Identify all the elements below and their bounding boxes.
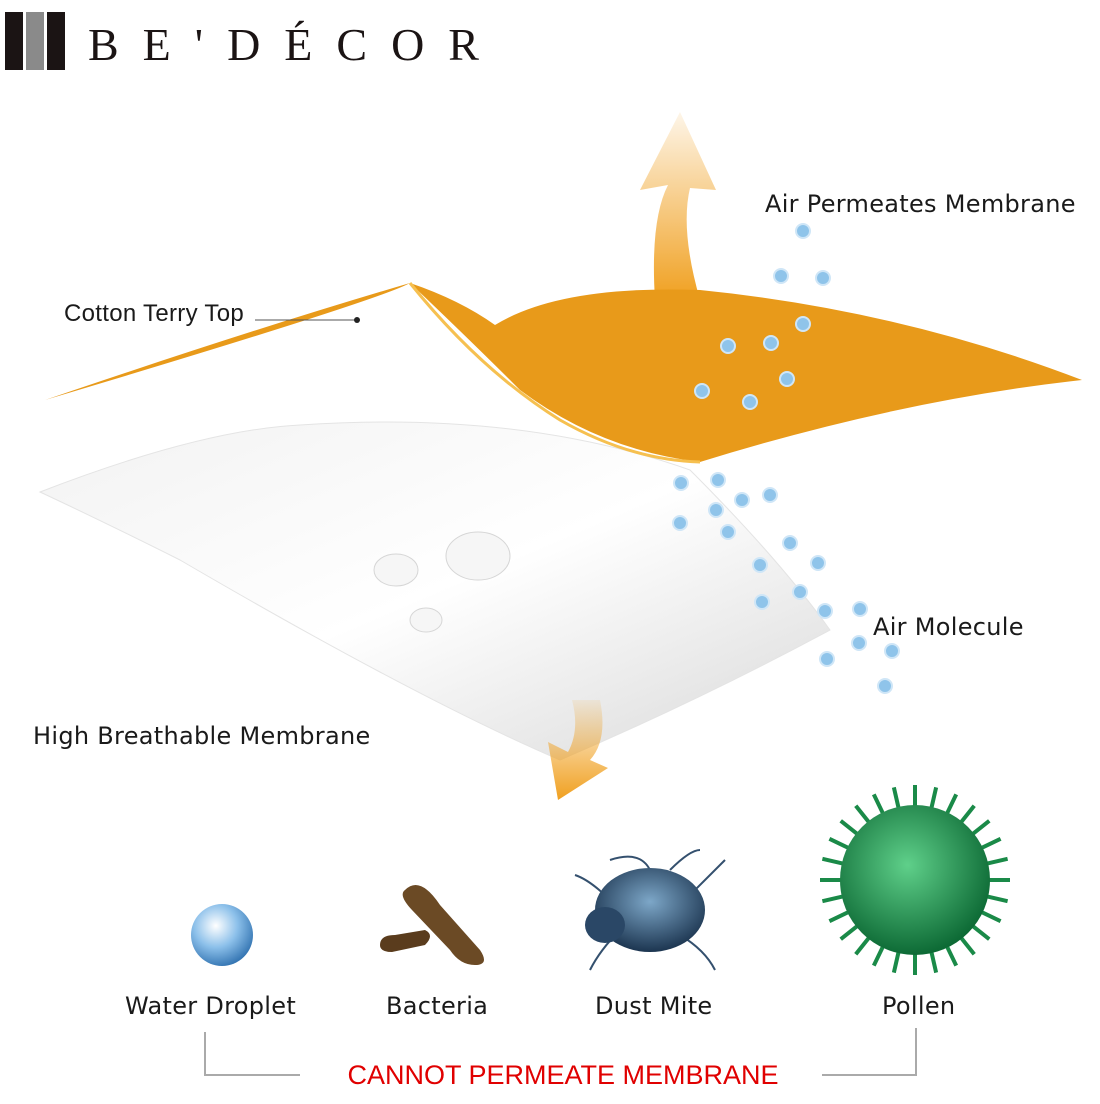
air-molecule-dot: [752, 557, 768, 573]
air-molecule-dot: [754, 594, 770, 610]
bacteria-icon: [380, 885, 484, 965]
air-molecule-dot: [694, 383, 710, 399]
air-molecule-dot: [672, 515, 688, 531]
air-molecule-dot: [710, 472, 726, 488]
pollen-label: Pollen: [882, 992, 956, 1020]
air-up-arrow: [640, 112, 716, 300]
bracket-right: [822, 1028, 917, 1076]
cannot-permeate-text: CANNOT PERMEATE MEMBRANE: [347, 1060, 779, 1090]
air-molecule-dot: [763, 335, 779, 351]
bracket-left: [204, 1032, 300, 1076]
air-molecule-dot: [852, 601, 868, 617]
air-molecule-dot: [819, 651, 835, 667]
brand-logo: BE'DÉCOR: [88, 19, 503, 70]
air-molecule-dot: [779, 371, 795, 387]
air-molecule-dot: [734, 492, 750, 508]
bacteria-label: Bacteria: [386, 992, 489, 1020]
air-permeates-label: Air Permeates Membrane: [765, 190, 1076, 218]
cotton-top-label: Cotton Terry Top: [64, 300, 245, 327]
air-molecule-dot: [673, 475, 689, 491]
air-molecules: [672, 223, 900, 694]
air-molecule-dot: [815, 270, 831, 286]
pollen-icon: [820, 785, 1010, 975]
water-droplet-icon: [191, 904, 253, 966]
water-beads: [373, 531, 511, 633]
air-molecule-dot: [762, 487, 778, 503]
air-molecule-dot: [795, 316, 811, 332]
air-molecule-dot: [795, 223, 811, 239]
air-molecule-label: Air Molecule: [873, 613, 1024, 641]
air-molecule-dot: [884, 643, 900, 659]
water-droplet-label: Water Droplet: [125, 992, 297, 1020]
air-molecule-dot: [708, 502, 724, 518]
air-molecule-dot: [877, 678, 893, 694]
air-molecule-dot: [792, 584, 808, 600]
membrane-label: High Breathable Membrane: [33, 722, 371, 750]
air-molecule-dot: [742, 394, 758, 410]
logo-mark: [5, 12, 65, 70]
air-molecule-dot: [810, 555, 826, 571]
air-molecule-dot: [720, 338, 736, 354]
membrane-sheet: [38, 421, 831, 761]
cotton-terry-sheet: [45, 283, 1082, 462]
air-molecule-dot: [773, 268, 789, 284]
air-molecule-dot: [782, 535, 798, 551]
dust-mite-label: Dust Mite: [595, 992, 713, 1020]
air-molecule-dot: [720, 524, 736, 540]
air-molecule-dot: [851, 635, 867, 651]
dust-mite-icon: [574, 849, 726, 971]
air-molecule-dot: [817, 603, 833, 619]
blocked-down-arrow: [548, 700, 608, 800]
